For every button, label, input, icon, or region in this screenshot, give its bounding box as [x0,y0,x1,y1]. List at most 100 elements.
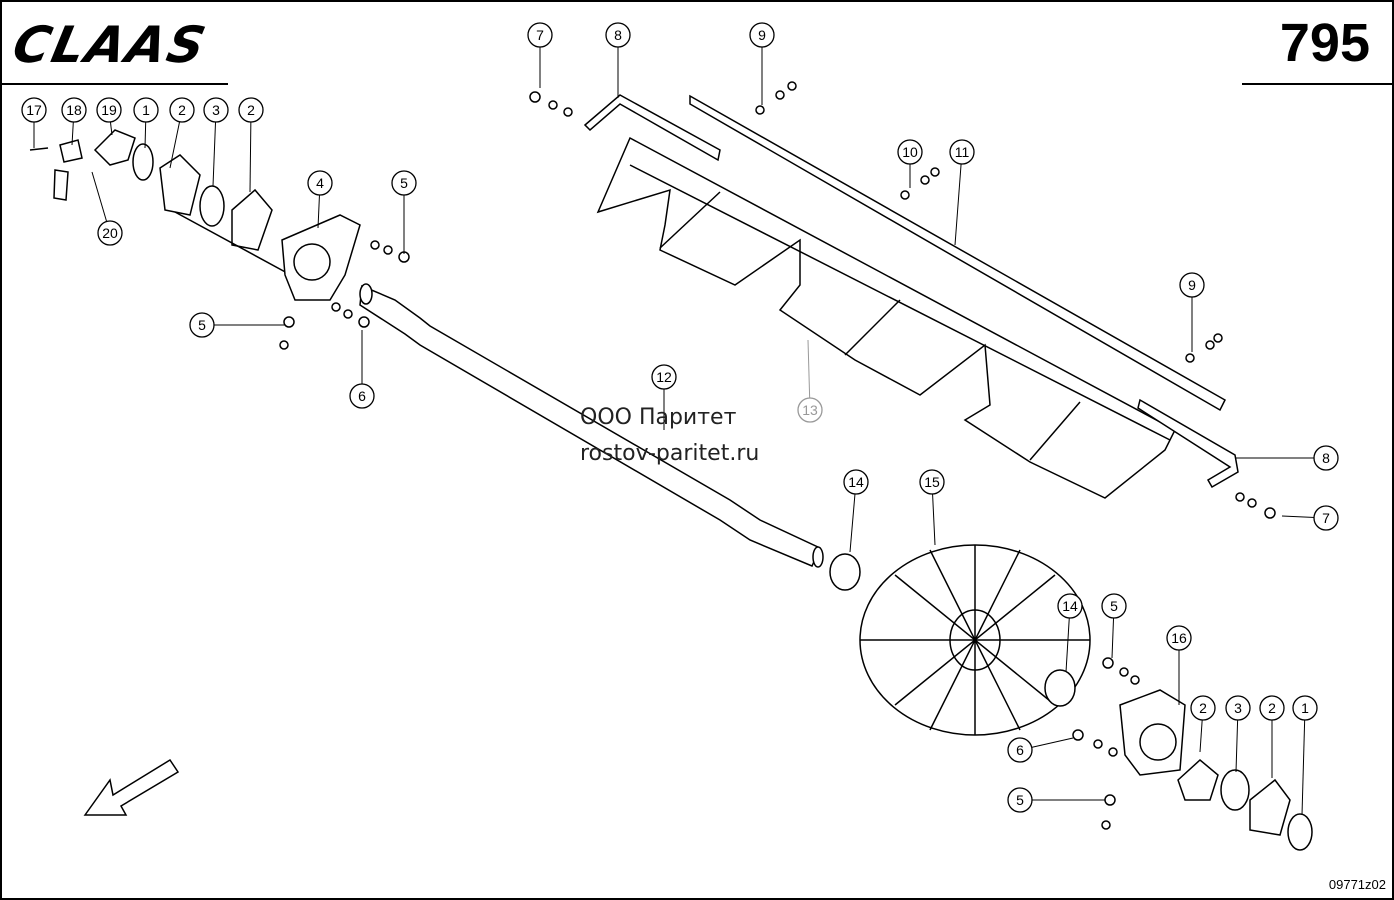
callout-11: 11 [949,139,975,246]
bracket-top [583,94,721,162]
callout-2: 2 [1259,695,1285,778]
callout-label: 5 [400,175,408,191]
hose-clamp-right [1044,669,1076,707]
callout-circle [97,220,123,246]
callout-10: 10 [897,139,923,188]
callout-17: 17 [21,97,47,148]
callout-circle [1166,625,1192,651]
callout-circle [1313,505,1339,531]
sensor-parts [29,139,83,201]
callout-circle [189,312,215,338]
callout-circle [1179,272,1205,298]
callout-3: 3 [203,97,229,187]
callout-label: 2 [247,102,255,118]
callout-label: 11 [955,144,970,160]
callout-circle [96,97,122,123]
callout-1: 1 [1292,695,1318,816]
callout-circle [797,397,823,423]
callout-label: 2 [1268,700,1276,716]
callout-label: 5 [1110,598,1118,614]
leader-line [212,109,217,187]
shaft [359,283,824,568]
callout-circle [1101,593,1127,619]
callout-circle [1292,695,1318,721]
callout-circle [21,97,47,123]
callout-label: 9 [758,27,766,43]
callout-7: 7 [1281,505,1339,531]
callout-3: 3 [1225,695,1251,773]
callout-circle [1190,695,1216,721]
fan-rotor [859,544,1091,736]
callout-label: 13 [802,402,818,418]
callout-13: 13 [797,339,823,423]
callout-circle [238,97,264,123]
watermark-website: rostov-paritet.ru [580,441,760,466]
callout-label: 5 [1016,792,1024,808]
callout-circle [1007,737,1033,763]
callout-circle [843,469,869,495]
callout-circle [133,97,159,123]
callout-circle [1225,695,1251,721]
callout-label: 1 [142,102,150,118]
callout-6: 6 [1007,737,1074,763]
right-bearing-stack [1177,759,1313,851]
callout-circle [349,383,375,409]
callout-15: 15 [919,469,945,546]
callout-9: 9 [749,22,775,105]
direction-arrow [83,758,180,816]
callout-circle [605,22,631,48]
callout-circle [307,170,333,196]
callout-20: 20 [91,171,123,246]
callout-label: 3 [212,102,220,118]
callout-label: 6 [1016,742,1024,758]
leader-line [1301,707,1306,816]
callout-label: 14 [848,474,864,490]
leader-line [249,109,252,193]
callout-5: 5 [189,312,285,338]
callout-12: 12 [651,364,677,430]
callout-circle [897,139,923,165]
callout-label: 5 [198,317,206,333]
callout-4: 4 [307,170,333,229]
callout-18: 18 [61,97,87,146]
callout-label: 8 [1322,450,1330,466]
callout-label: 8 [614,27,622,43]
callout-label: 20 [102,225,118,241]
callout-9: 9 [1179,272,1205,352]
left-bearing-stack [93,129,301,281]
callout-7: 7 [527,22,553,88]
callout-14: 14 [843,469,869,553]
callout-label: 3 [1234,700,1242,716]
drawing-code: 09771z02 [1328,877,1386,892]
callout-circle [1007,787,1033,813]
callout-2: 2 [169,97,195,169]
callout-2: 2 [1190,695,1216,753]
callout-circle [1313,445,1339,471]
callout-8: 8 [1236,445,1339,471]
callout-2: 2 [238,97,264,193]
callout-circle [651,364,677,390]
leader-line [954,151,963,246]
callout-label: 9 [1188,277,1196,293]
callout-circle [527,22,553,48]
callout-label: 2 [1199,700,1207,716]
callout-label: 4 [316,175,324,191]
callout-circle [919,469,945,495]
callout-label: 7 [536,27,544,43]
callout-5: 5 [391,170,417,254]
callout-label: 6 [358,388,366,404]
callout-label: 12 [656,369,672,385]
callout-label: 10 [902,144,918,160]
callout-circle [749,22,775,48]
bracket-bottom [1137,398,1239,489]
callout-label: 14 [1062,598,1078,614]
watermark-company: ООО Паритет [580,405,737,430]
deflector-panel [596,136,1176,499]
callout-circle [169,97,195,123]
callout-label: 18 [66,102,82,118]
callout-circle [391,170,417,196]
callout-label: 1 [1301,700,1309,716]
